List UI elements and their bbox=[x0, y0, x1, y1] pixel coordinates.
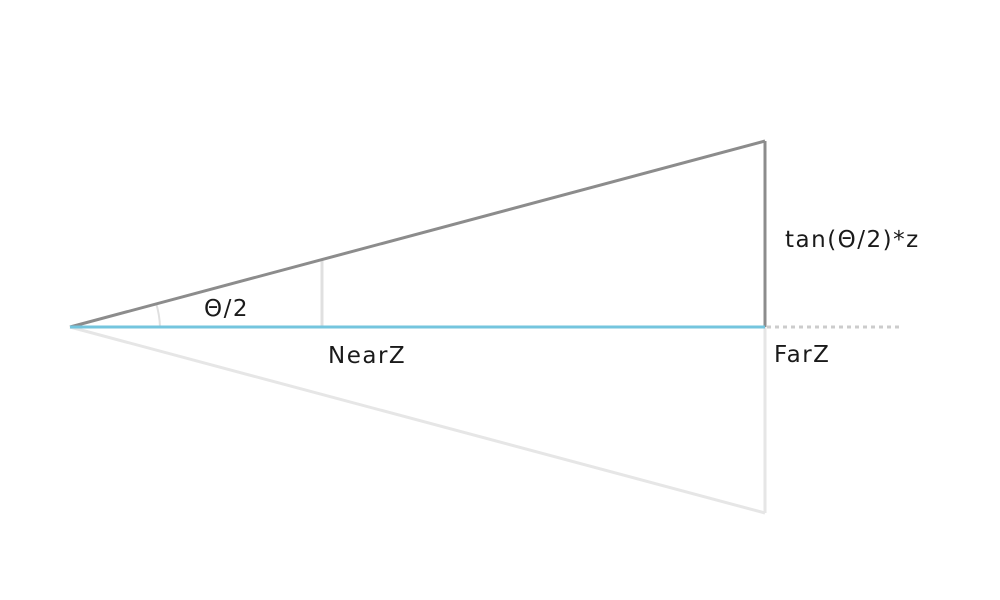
far-plane-label: FarZ bbox=[774, 342, 830, 368]
half-angle-arc bbox=[155, 302, 161, 328]
near-plane-label: NearZ bbox=[328, 343, 406, 369]
half-height-formula-label: tan(Θ/2)*z bbox=[785, 227, 920, 253]
frustum-upper-edge bbox=[69, 139, 766, 329]
half-angle-label: Θ/2 bbox=[204, 296, 249, 322]
frustum-lower-edge bbox=[69, 325, 766, 515]
